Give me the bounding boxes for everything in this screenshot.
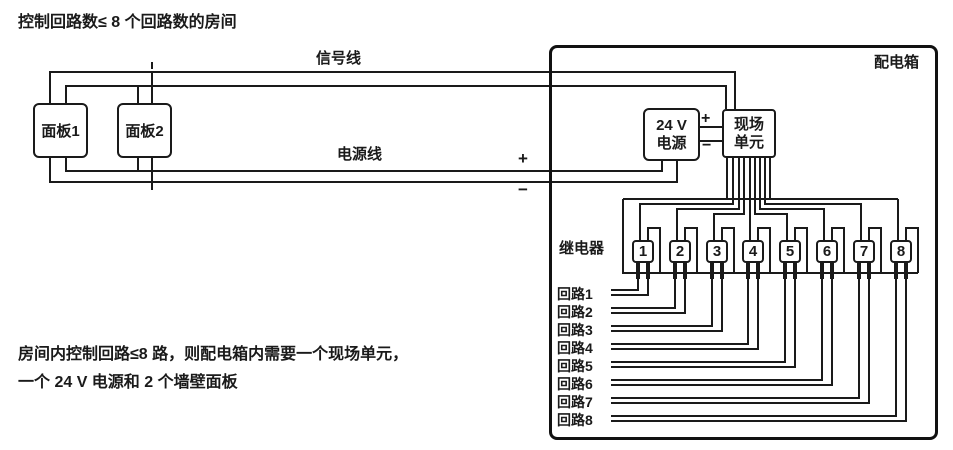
power-supply-24v: 24 V 电源 [643,108,700,161]
relay-7: 7 [853,240,875,263]
note-line-2: 一个 24 V 电源和 2 个墙壁面板 [18,374,238,391]
supply-to-unit-wires [700,126,722,142]
distribution-box-outline [549,45,938,440]
relay-group-label: 继电器 [559,240,605,257]
circuit-label-8: 回路8 [557,412,593,428]
circuit-label-6: 回路6 [557,376,593,392]
relay-6: 6 [816,240,838,263]
field-unit: 现场 单元 [722,109,776,158]
relay-feed-wires [639,158,899,240]
relay-terminal-pins [636,262,908,279]
circuit-label-4: 回路4 [557,340,593,356]
wall-panel-2: 面板2 [117,103,172,158]
wall-panel-1: 面板1 [33,103,88,158]
field-unit-line1: 现场 [733,116,764,134]
circuit-label-1: 回路1 [557,286,593,302]
power-supply-line1: 24 V [656,117,687,135]
page-title: 控制回路数≤ 8 个回路数的房间 [18,14,237,31]
circuit-wires [611,263,907,422]
relay-5: 5 [779,240,801,263]
unit-minus-sign: − [702,137,712,154]
circuit-label-3: 回路3 [557,322,593,338]
circuit-label-5: 回路5 [557,358,593,374]
relay-1: 1 [632,240,654,263]
circuit-label-7: 回路7 [557,394,593,410]
distribution-box-label: 配电箱 [874,54,920,71]
power-supply-line2: 电源 [656,134,687,152]
relay-return-brackets [647,227,919,273]
relay-2: 2 [669,240,691,263]
relay-4: 4 [742,240,764,263]
power-plus-sign: + [518,149,528,168]
field-unit-line2: 单元 [733,133,764,151]
relay-8: 8 [890,240,912,263]
note-line-1: 房间内控制回路≤8 路，则配电箱内需要一个现场单元， [18,346,409,363]
power-minus-sign: − [518,180,528,199]
signal-line-label: 信号线 [316,50,362,67]
unit-plus-sign: + [701,110,711,127]
power-line-label: 电源线 [337,146,383,163]
relay-3: 3 [706,240,728,263]
circuit-label-2: 回路2 [557,304,593,320]
